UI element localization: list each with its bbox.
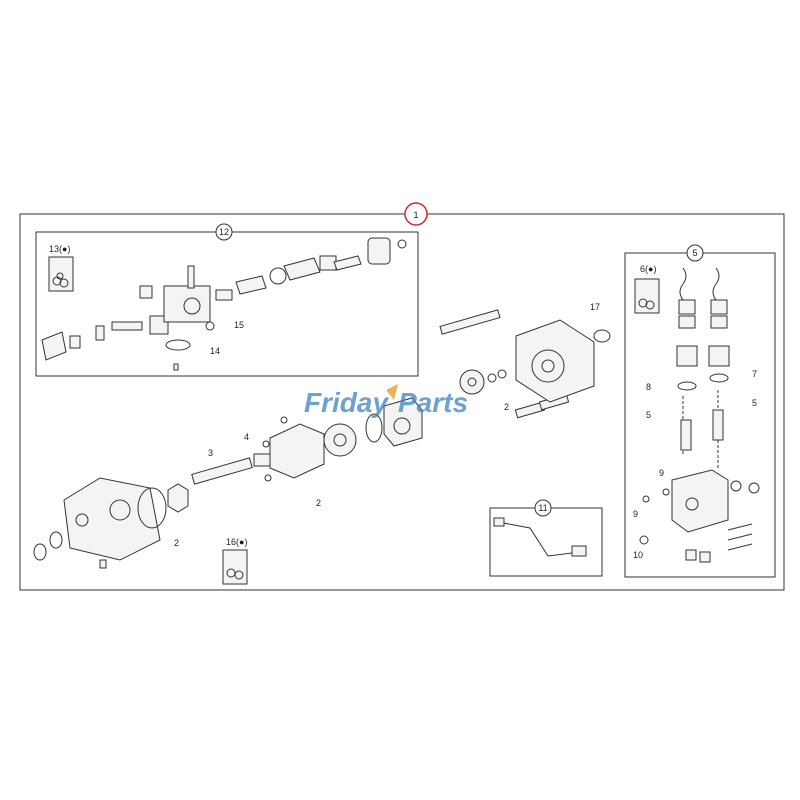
bearing: [167, 483, 189, 513]
bolt: [187, 265, 195, 289]
valve-nut-right: [708, 345, 730, 367]
label-13: 13(●): [49, 244, 70, 254]
cylinder-block: [383, 397, 423, 447]
spring-right: [712, 409, 724, 441]
piston-rod: [111, 321, 143, 331]
watermark-part1: Friday: [304, 387, 389, 418]
label-4: 4: [244, 432, 249, 442]
callout-11-label: 11: [538, 503, 547, 513]
inset-11-frame: [489, 507, 603, 577]
label-8: 8: [646, 382, 651, 392]
label-3: 3: [208, 448, 213, 458]
label-7: 7: [752, 369, 757, 379]
label-17: 17: [590, 302, 600, 312]
callout-ring: [404, 202, 428, 226]
inset-11: 11: [489, 499, 603, 577]
inset-12-frame: [35, 231, 419, 377]
cap-wire-right: [712, 267, 720, 301]
spring-b: [283, 257, 321, 281]
pump-assembly: 2 3 4 2 2 17 16(●): [33, 302, 611, 585]
label-2c: 2: [504, 402, 509, 412]
label-6: 6(●): [640, 264, 656, 274]
pump-housing: [63, 477, 161, 561]
valve-plate: [459, 369, 485, 395]
shaft-seal: [49, 531, 63, 549]
spring-a: [235, 275, 267, 295]
main-frame: [19, 213, 785, 591]
watermark-swoosh: [386, 384, 398, 400]
snap-ring: [33, 543, 47, 561]
o-ring-15: [205, 321, 215, 331]
label-9b: 9: [659, 468, 664, 478]
callout-1-label: 1: [413, 210, 418, 220]
label-15: 15: [234, 320, 244, 330]
callout-5-label: 5: [692, 248, 697, 258]
label-10: 10: [633, 550, 643, 560]
end-cap: [41, 331, 67, 361]
end-cover: [515, 319, 595, 403]
watermark-logo: Friday Parts: [304, 384, 468, 418]
o-ring-14: [165, 339, 191, 351]
callout-5[interactable]: [686, 244, 704, 262]
label-5a: 5: [646, 410, 651, 420]
label-9a: 9: [633, 509, 638, 519]
seal-kit-bag-16: [222, 549, 248, 585]
drive-shaft: [191, 457, 253, 485]
label-14: 14: [210, 346, 220, 356]
swash-plate: [269, 423, 325, 479]
cap-wire-left: [679, 267, 687, 301]
watermark-part2: Parts: [398, 387, 468, 418]
actuator-cap: [367, 237, 391, 265]
callout-12-label: 12: [219, 227, 229, 237]
label-2b: 2: [316, 498, 321, 508]
spring-left: [680, 419, 692, 451]
valve-block: [671, 469, 729, 533]
callout-1[interactable]: 1: [404, 202, 428, 226]
gasket: [137, 487, 167, 529]
valve-bolts: [727, 523, 753, 551]
hydraulic-pipe: [497, 521, 581, 557]
adjust-screw: [439, 309, 501, 335]
inset-12: 12 13(●) 15 14: [35, 223, 419, 377]
o-ring-17: [593, 329, 611, 343]
inset-5: 5 6(●) 8 7 5 5 9 9 10: [624, 244, 776, 578]
valve-nut-left: [676, 345, 698, 367]
callout-12[interactable]: [215, 223, 233, 241]
label-2a: 2: [174, 538, 179, 548]
actuator-housing: [163, 285, 211, 323]
callout-11[interactable]: [534, 499, 552, 517]
label-16: 16(●): [226, 537, 247, 547]
label-5b: 5: [752, 398, 757, 408]
piston-retainer: [323, 423, 357, 457]
